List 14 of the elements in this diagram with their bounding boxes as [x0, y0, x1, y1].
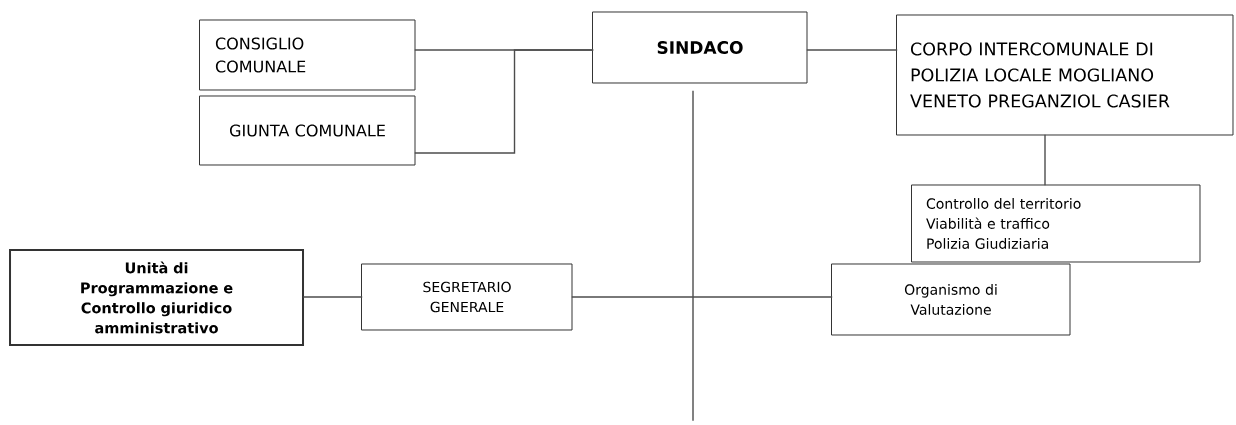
connector-line	[806, 49, 898, 51]
org-box: GIUNTA COMUNALE	[199, 95, 416, 166]
org-box: Unità di Programmazione e Controllo giuridico amministrativo	[9, 249, 304, 346]
org-box: Controllo del territorio Viabilità e traffico Polizia Giudiziaria	[911, 184, 1201, 263]
org-box: CONSIGLIO COMUNALE	[199, 19, 416, 91]
org-box: Organismo di Valutazione	[831, 263, 1071, 336]
connector-line	[571, 296, 833, 298]
org-box: SINDACO	[592, 11, 808, 84]
connector-line	[303, 296, 363, 298]
connector-line	[414, 49, 594, 154]
connector-line	[692, 90, 694, 421]
org-box: CORPO INTERCOMUNALE DI POLIZIA LOCALE MOGLIANO VENETO PREGANZIOL CASIER	[896, 14, 1234, 136]
connector-line	[1044, 134, 1046, 186]
org-box: SEGRETARIO GENERALE	[361, 263, 573, 331]
